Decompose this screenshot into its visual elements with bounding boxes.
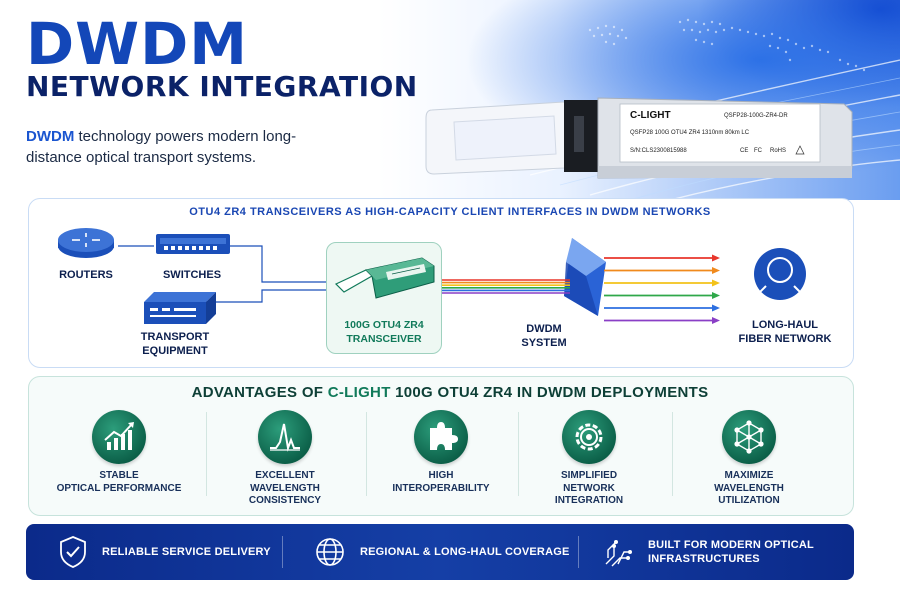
advantage-label: EXCELLENT WAVELENGTH CONSISTENCY [210, 470, 360, 508]
hero-description: DWDM technology powers modern long-dista… [26, 126, 346, 168]
advantage-line2: NETWORK [563, 482, 615, 494]
advantage-line2: WAVELENGTH [714, 482, 784, 494]
module-brand: C-LIGHT [630, 110, 671, 121]
mesh-network-icon [722, 410, 776, 464]
transport-label-line1: TRANSPORT [140, 331, 210, 343]
advantage-line2: WAVELENGTH [250, 482, 320, 494]
long-haul-label-line2: FIBER NETWORK [738, 333, 832, 345]
diagram-heading: OTU4 ZR4 TRANSCEIVERS AS HIGH-CAPACITY C… [189, 206, 711, 218]
advantage-divider [672, 412, 673, 496]
puzzle-icon [414, 410, 468, 464]
transport-equipment-label: TRANSPORT EQUIPMENT [130, 330, 220, 358]
fiber-loop-icon [754, 248, 806, 300]
advantage-item: EXCELLENT WAVELENGTH CONSISTENCY [210, 410, 360, 510]
module-spec: QSFP28 100G OTU4 ZR4 1310nm 80km LC [630, 130, 750, 136]
advantage-line3: INTEGRATION [554, 495, 624, 506]
description-text: technology powers modern long-distance o… [26, 128, 297, 166]
page-title: DWDM [26, 10, 248, 78]
module-mark-rohs: RoHS [770, 148, 786, 154]
advantage-item: SIMPLIFIED NETWORK INTEGRATION [514, 410, 664, 510]
module-mark-fc: FC [754, 148, 763, 154]
advantages-heading-suffix: 100G OTU4 ZR4 IN DWDM DEPLOYMENTS [390, 384, 709, 401]
advantages-heading: ADVANTAGES OF C-LIGHT 100G OTU4 ZR4 IN D… [0, 384, 900, 401]
advantage-item: STABLE OPTICAL PERFORMANCE [44, 410, 194, 510]
module-mark-ce: CE [740, 148, 748, 154]
advantage-line2: INTEROPERABILITY [392, 482, 490, 494]
footer-item: REGIONAL & LONG-HAUL COVERAGE [314, 524, 570, 580]
page-subtitle: NETWORK INTEGRATION [26, 70, 418, 103]
advantage-line3: CONSISTENCY [248, 495, 322, 506]
beam-arrowhead [712, 317, 720, 324]
advantage-divider [518, 412, 519, 496]
advantage-line3: UTILIZATION [718, 495, 780, 506]
footer-text: REGIONAL & LONG-HAUL COVERAGE [360, 546, 570, 558]
dwdm-system-label: DWDM SYSTEM [504, 322, 584, 350]
beam-arrowhead [712, 279, 720, 287]
advantages-heading-brand: C-LIGHT [327, 384, 391, 401]
warning-icon [795, 145, 805, 155]
beam-arrowhead [712, 254, 720, 262]
long-haul-label: LONG-HAUL FIBER NETWORK [730, 318, 840, 346]
advantage-label: MAXIMIZE WAVELENGTH UTILIZATION [674, 470, 824, 508]
advantages-heading-prefix: ADVANTAGES OF [191, 384, 328, 401]
footer-bar [26, 524, 854, 580]
switches-label: SWITCHES [162, 269, 222, 281]
advantage-label: STABLE OPTICAL PERFORMANCE [44, 470, 194, 495]
advantage-line1: EXCELLENT [255, 470, 315, 481]
shield-check-icon [60, 536, 86, 568]
long-haul-label-line1: LONG-HAUL [752, 319, 818, 331]
footer-text-line2: INFRASTRUCTURES [648, 553, 760, 565]
description-accent: DWDM [26, 128, 75, 145]
advantage-line1: HIGH [428, 470, 454, 481]
module-serial: S/N:CLS2300815988 [630, 148, 687, 154]
transceiver-label: 100G OTU4 ZR4 TRANSCEIVER [326, 318, 442, 346]
footer-text-line1: BUILT FOR MODERN OPTICAL [648, 539, 814, 551]
beam-arrowhead [712, 292, 720, 299]
router-icon [58, 228, 114, 258]
footer-text: RELIABLE SERVICE DELIVERY [102, 546, 271, 558]
trending-chart-icon [92, 410, 146, 464]
transceiver-module-image: C-LIGHT QSFP28-100G-ZR4-DR QSFP28 100G O… [425, 97, 853, 179]
advantage-line2: OPTICAL PERFORMANCE [56, 482, 182, 494]
advantage-divider [366, 412, 367, 496]
advantage-item: MAXIMIZE WAVELENGTH UTILIZATION [674, 410, 824, 510]
advantage-item: HIGH INTEROPERABILITY [366, 410, 516, 510]
transceiver-label-line1: 100G OTU4 ZR4 [344, 319, 424, 331]
transport-equipment-icon [144, 292, 216, 324]
waveform-icon [258, 410, 312, 464]
advantage-divider [206, 412, 207, 496]
advantage-label: HIGH INTEROPERABILITY [366, 470, 516, 495]
advantages-panel [28, 376, 854, 516]
advantage-line1: STABLE [99, 470, 139, 481]
transport-transceiver-link [206, 289, 326, 303]
switch-icon [156, 234, 230, 254]
transport-label-line2: EQUIPMENT [142, 345, 208, 357]
routers-label: ROUTERS [59, 269, 113, 281]
gear-network-icon [562, 410, 616, 464]
transceiver-icon [334, 257, 435, 299]
advantage-line1: MAXIMIZE [724, 470, 774, 481]
beam-arrowhead [712, 304, 720, 312]
beam-arrowhead [712, 267, 720, 274]
footer-item: BUILT FOR MODERN OPTICAL INFRASTRUCTURES [602, 524, 814, 580]
circuit-icon [605, 540, 632, 567]
advantage-line1: SIMPLIFIED [560, 470, 618, 481]
footer-separator [578, 536, 579, 568]
advantage-label: SIMPLIFIED NETWORK INTEGRATION [514, 470, 664, 508]
dwdm-label-line1: DWDM [526, 323, 562, 335]
module-part-number: QSFP28-100G-ZR4-DR [724, 113, 788, 119]
transceiver-label-line2: TRANSCEIVER [346, 333, 422, 345]
switch-transceiver-link [230, 245, 326, 283]
footer-separator [282, 536, 283, 568]
footer-item: RELIABLE SERVICE DELIVERY [58, 524, 271, 580]
globe-icon [316, 538, 344, 566]
footer-text: BUILT FOR MODERN OPTICAL INFRASTRUCTURES [648, 538, 814, 566]
dwdm-prism-icon [564, 238, 606, 316]
dwdm-label-line2: SYSTEM [521, 337, 567, 349]
